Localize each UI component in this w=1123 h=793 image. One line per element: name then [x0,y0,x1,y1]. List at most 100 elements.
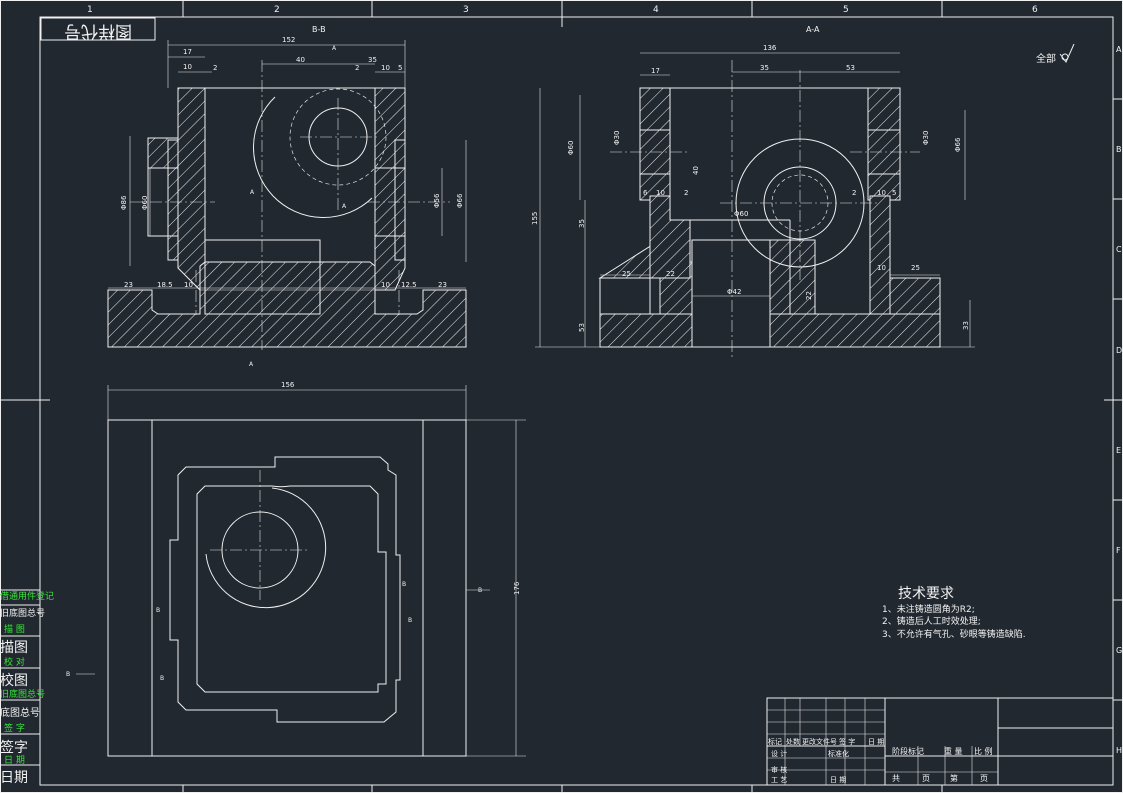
frame-row-letters: A B C D E F G H [1116,45,1122,755]
svg-text:校图: 校图 [0,672,28,689]
svg-text:5: 5 [892,189,896,197]
svg-text:图样代号: 图样代号 [64,21,132,41]
svg-text:155: 155 [531,212,539,225]
svg-text:Φ56: Φ56 [433,193,441,208]
svg-text:5: 5 [843,5,849,15]
svg-text:阶段标记: 阶段标记 [892,746,924,756]
svg-text:G: G [1116,646,1122,655]
svg-text:A: A [1116,45,1122,54]
svg-text:176: 176 [513,581,521,595]
svg-text:比 例: 比 例 [974,746,993,756]
svg-text:Φ66: Φ66 [456,193,464,208]
svg-text:18.5: 18.5 [157,281,173,289]
frame-column-numbers: 1 2 3 4 5 6 [87,5,1038,15]
svg-text:E: E [1116,446,1121,455]
svg-text:17: 17 [183,48,192,56]
svg-text:日 期: 日 期 [868,738,884,746]
svg-text:日 期: 日 期 [830,776,846,784]
svg-text:10: 10 [877,264,886,272]
svg-text:2: 2 [684,189,688,197]
svg-text:签字: 签字 [0,739,28,756]
svg-text:40: 40 [692,166,700,175]
svg-text:25: 25 [911,264,920,272]
svg-text:旧底图总号: 旧底图总号 [0,688,45,700]
svg-text:23: 23 [124,281,133,289]
svg-text:10: 10 [381,281,390,289]
svg-text:标准化: 标准化 [828,749,849,758]
svg-text:Φ42: Φ42 [727,288,741,296]
svg-text:10: 10 [656,189,665,197]
svg-text:10: 10 [184,281,193,289]
svg-text:35: 35 [760,64,769,72]
svg-text:25: 25 [622,270,631,278]
svg-text:C: C [1116,245,1122,254]
svg-text:12.5: 12.5 [401,281,417,289]
svg-text:Φ30: Φ30 [922,131,930,145]
svg-text:53: 53 [846,64,855,72]
svg-text:33: 33 [962,321,970,330]
section-bb-title: B-B [312,25,326,34]
svg-text:H: H [1116,746,1122,755]
title-block: 标记 处数 更改文件号 签 字 日 期 设 计 标准化 审 核 工 艺 日 期 … [766,697,1114,786]
notes-title: 技术要求 [898,586,954,602]
svg-text:136: 136 [763,44,777,52]
svg-text:156: 156 [281,381,295,389]
svg-text:3: 3 [463,5,469,15]
svg-text:152: 152 [282,36,295,44]
svg-text:日 期: 日 期 [4,755,25,766]
svg-text:Φ60: Φ60 [141,196,149,210]
svg-text:2: 2 [355,64,359,72]
svg-text:A: A [249,361,254,368]
svg-text:B: B [402,581,406,588]
svg-text:B: B [160,675,164,682]
svg-text:重 量: 重 量 [944,746,963,756]
svg-text:B: B [408,617,412,624]
svg-text:A: A [342,203,347,210]
svg-text:2: 2 [852,189,856,197]
section-bb-view: B-B [107,25,467,368]
svg-text:日期: 日期 [0,770,28,786]
svg-text:页: 页 [980,774,988,783]
svg-text:F: F [1116,546,1121,555]
svg-text:签 字: 签 字 [4,722,25,734]
note-item: 2、铸造后人工时效处理; [882,615,981,627]
svg-text:35: 35 [578,219,586,228]
svg-text:描 图: 描 图 [4,623,25,635]
svg-text:D: D [1116,346,1122,355]
svg-text:53: 53 [578,323,586,332]
svg-text:共: 共 [892,774,900,783]
svg-text:校 对: 校 对 [4,656,25,668]
svg-text:Φ66: Φ66 [954,137,962,152]
svg-text:设 计: 设 计 [771,749,787,758]
surface-finish-symbol: 全部 [1036,43,1075,65]
technical-requirements: 技术要求 1、未注铸造圆角为R2; 2、铸造后人工时效处理; 3、不允许有气孔、… [882,586,1026,640]
svg-text:10: 10 [381,64,390,72]
plan-view: 156 176 B B B B B B [66,381,526,757]
drawing-code-stamp: 图样代号 [40,17,156,41]
svg-text:2: 2 [213,64,217,72]
note-item: 3、不允许有气孔、砂眼等铸造缺陷. [882,628,1026,640]
svg-text:描图: 描图 [0,640,28,656]
section-aa-view: A-A [531,25,975,360]
left-margin-table: 借通用件登记 旧底图总号 描 图 描图 校 对 校图 旧底图总号 底图总号 签 … [0,589,54,786]
svg-text:页: 页 [922,774,930,783]
svg-text:全部: 全部 [1036,52,1056,65]
svg-text:借通用件登记: 借通用件登记 [0,590,54,602]
svg-text:10: 10 [183,63,192,71]
svg-text:B: B [1116,145,1122,154]
svg-text:40: 40 [296,56,305,64]
svg-text:A: A [250,189,255,196]
svg-text:第: 第 [950,773,958,783]
svg-text:审 核: 审 核 [771,765,787,774]
svg-text:B: B [66,671,70,678]
svg-text:Φ60: Φ60 [567,141,575,155]
svg-text:6: 6 [1032,5,1038,15]
svg-text:A: A [332,45,337,52]
svg-text:工 艺: 工 艺 [771,776,787,784]
svg-text:22: 22 [805,291,813,300]
svg-text:签 字: 签 字 [839,737,855,746]
section-aa-title: A-A [806,25,820,34]
svg-text:4: 4 [653,5,659,15]
